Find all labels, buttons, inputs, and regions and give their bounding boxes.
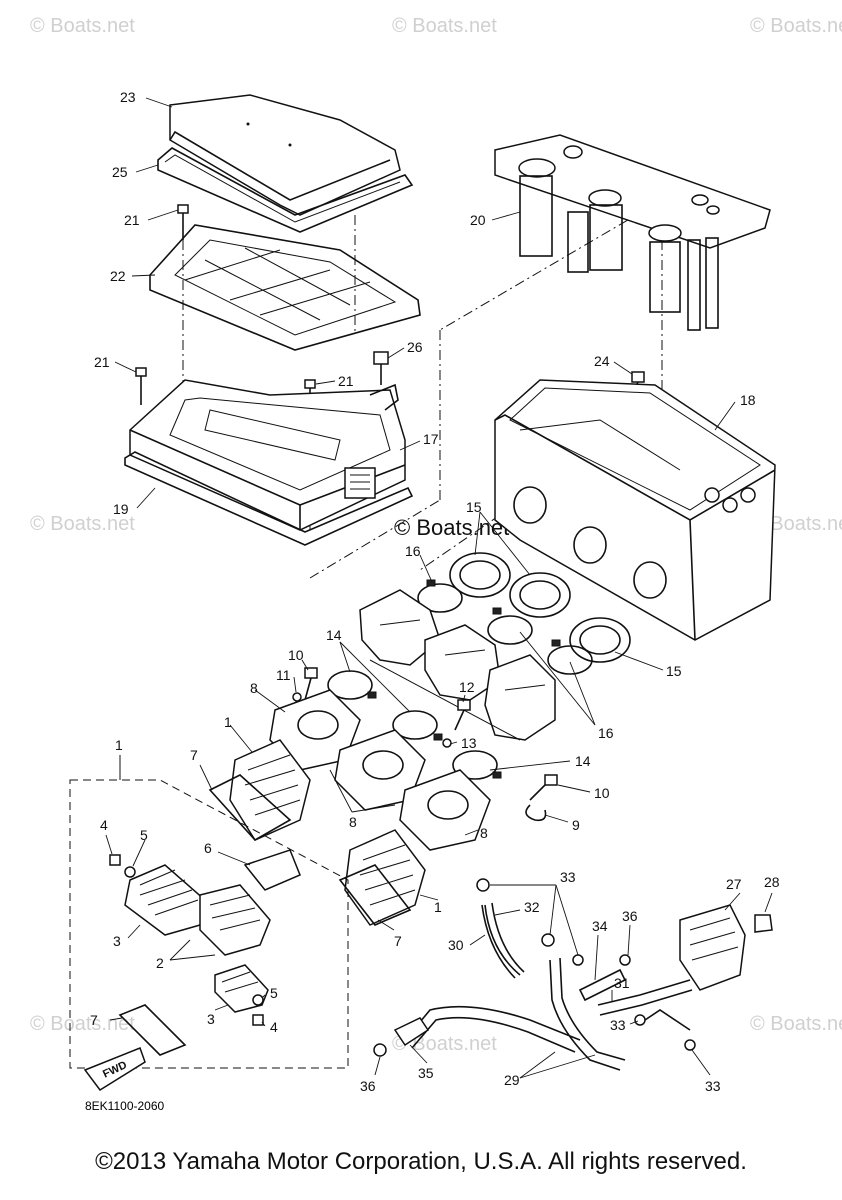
watermark-mid-left: © Boats.net — [30, 513, 135, 535]
callout-26: 26 — [407, 339, 423, 355]
fwd-arrow: FWD — [83, 1047, 146, 1091]
callout-34: 34 — [592, 918, 608, 934]
callout-25: 25 — [112, 164, 128, 180]
watermarks: © Boats.net © Boats.net © Boats.net © Bo… — [30, 15, 842, 1055]
filter-frame — [149, 224, 421, 351]
callout-4-bottom: 4 — [270, 1019, 278, 1035]
callout-5-bottom: 5 — [270, 985, 278, 1001]
callout-11: 11 — [276, 667, 291, 683]
bolts-10-12 — [292, 667, 558, 801]
hook-9 — [525, 804, 547, 822]
callout-1-right: 1 — [434, 899, 442, 915]
callout-12: 12 — [459, 679, 475, 695]
callout-15-right: 15 — [666, 663, 682, 679]
leader-lines — [105, 97, 773, 1079]
callout-17: 17 — [423, 431, 439, 447]
air-box-lower — [494, 379, 776, 641]
callout-22: 22 — [110, 268, 126, 284]
hose-clamps-14 — [327, 670, 502, 780]
air-box-gasket — [124, 451, 414, 546]
callout-8-top: 8 — [250, 680, 258, 696]
assembly-guides — [182, 199, 663, 579]
callout-6: 6 — [204, 840, 212, 856]
callout-36-left: 36 — [360, 1078, 376, 1094]
watermark-center: © Boats.net — [394, 515, 509, 540]
callout-13: 13 — [461, 735, 477, 751]
callout-3-left: 3 — [113, 933, 121, 949]
callout-33-bottom: 33 — [705, 1078, 721, 1094]
reed-parts — [109, 849, 301, 1026]
callout-23: 23 — [120, 89, 136, 105]
callout-14-left: 14 — [326, 627, 342, 643]
callout-28: 28 — [764, 874, 780, 890]
callout-21-left: 21 — [94, 354, 110, 370]
callout-36-right: 36 — [622, 908, 638, 924]
intake-manifolds-8 — [269, 689, 491, 851]
air-box — [129, 379, 406, 531]
callout-16-top: 16 — [405, 543, 421, 559]
intake-joints-15 — [449, 552, 631, 663]
watermark-bottom-center: © Boats.net — [392, 1033, 497, 1055]
callout-5-top: 5 — [140, 827, 148, 843]
callout-31: 31 — [614, 975, 630, 991]
callout-14-right: 14 — [575, 753, 591, 769]
bolt-26 — [373, 351, 389, 385]
diagram-code: 8EK1100-2060 — [85, 1099, 165, 1113]
callout-1-box: 1 — [115, 737, 123, 753]
callout-7-top: 7 — [190, 747, 198, 763]
callout-9: 9 — [572, 817, 580, 833]
callout-7-middle: 7 — [394, 933, 402, 949]
callout-1-upper: 1 — [224, 714, 232, 730]
callout-7-bottom: 7 — [90, 1012, 98, 1028]
callout-21-top: 21 — [124, 212, 140, 228]
callout-10-right: 10 — [594, 785, 610, 801]
hoses-and-pump — [373, 878, 773, 1071]
callout-2: 2 — [156, 955, 164, 971]
callout-32: 32 — [524, 899, 540, 915]
carburetors — [359, 589, 556, 741]
watermark-top-left: © Boats.net — [30, 15, 135, 37]
callout-29: 29 — [504, 1072, 520, 1088]
callout-20: 20 — [470, 212, 486, 228]
hose-clamps-16 — [417, 579, 593, 675]
watermark-bottom-left: © Boats.net — [30, 1013, 135, 1035]
reed-assembly-box — [69, 755, 349, 1069]
gaskets-7 — [118, 774, 412, 1056]
callout-15-top: 15 — [466, 499, 482, 515]
callout-16-bottom: 16 — [598, 725, 614, 741]
callout-8-bottom: 8 — [480, 825, 488, 841]
callout-3-bottom: 3 — [207, 1011, 215, 1027]
inlet-duct-plate — [494, 134, 771, 331]
callout-8-middle: 8 — [349, 814, 357, 830]
callout-10-left: 10 — [288, 647, 304, 663]
callout-33-middle: 33 — [610, 1017, 626, 1033]
air-box-cover — [169, 94, 401, 216]
watermark-top-center: © Boats.net — [392, 15, 497, 37]
callout-30: 30 — [448, 937, 464, 953]
watermark-top-right: © Boats.net — [750, 15, 842, 37]
callout-4-top: 4 — [100, 817, 108, 833]
callout-18: 18 — [740, 392, 756, 408]
callout-19: 19 — [113, 501, 129, 517]
copyright-footer: ©2013 Yamaha Motor Corporation, U.S.A. A… — [95, 1148, 747, 1175]
callout-21-right: 21 — [338, 373, 354, 389]
callout-numbers: 23 25 21 22 21 21 26 17 19 20 24 18 15 1… — [90, 89, 780, 1094]
air-box-seal — [157, 147, 414, 233]
callout-24: 24 — [594, 353, 610, 369]
callout-27: 27 — [726, 876, 742, 892]
watermark-bottom-right: © Boats.net — [750, 1013, 842, 1035]
callout-33-top: 33 — [560, 869, 576, 885]
callout-35: 35 — [418, 1065, 434, 1081]
